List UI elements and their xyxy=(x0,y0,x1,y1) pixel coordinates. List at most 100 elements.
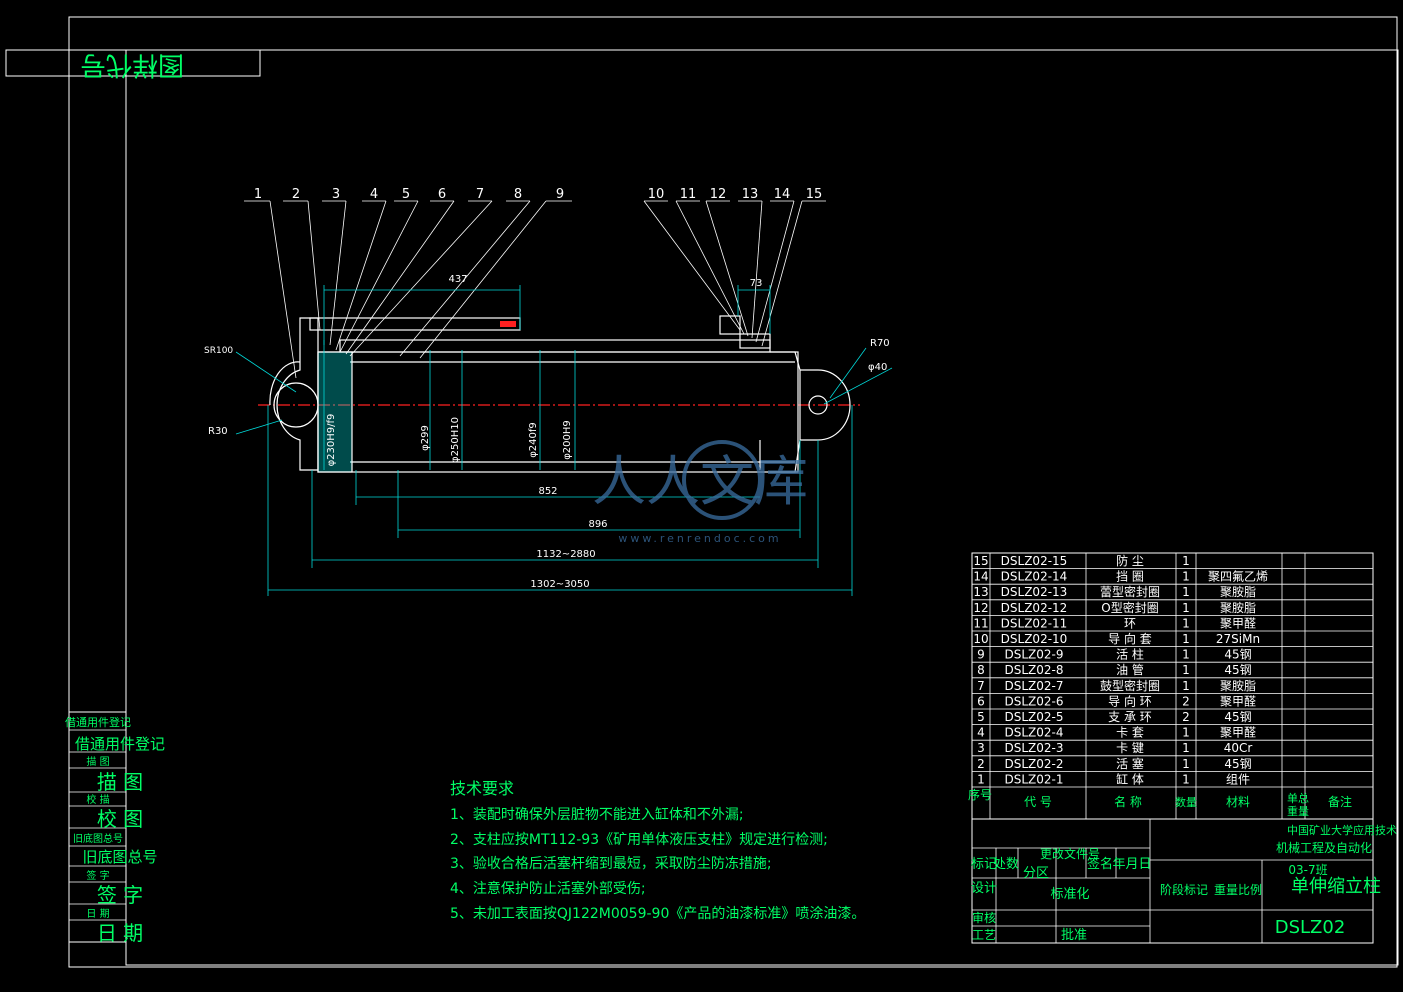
drawing-code-box xyxy=(5,49,261,77)
tb-part-title: 单伸缩立柱 xyxy=(1291,876,1381,897)
reg-small-5: 签 字 xyxy=(86,869,109,882)
bom-header-name: 名 称 xyxy=(1114,794,1142,809)
tech-item-3: 3、验收合格后活塞杆缩到最短，采取防尘防冻措施; xyxy=(450,855,772,872)
callout-labels: 1 2 3 4 5 6 7 8 9 10 11 12 13 14 15 xyxy=(254,187,822,202)
reg-big-1: 借通用件登记 xyxy=(75,735,165,753)
bom-material: 聚甲醛 xyxy=(1220,725,1256,740)
reg-big-3: 校 图 xyxy=(97,807,143,831)
bom-no: 2 xyxy=(977,757,985,771)
bom-header-qty: 数量 xyxy=(1175,796,1197,809)
dimension-lines xyxy=(235,285,893,596)
callout-9: 9 xyxy=(556,187,564,202)
bom-code: DSLZ02-14 xyxy=(1001,570,1068,584)
bom-name: 挡 圈 xyxy=(1116,570,1144,584)
bom-name: 导 向 套 xyxy=(1108,631,1152,646)
bom-material: 聚胺脂 xyxy=(1220,600,1256,615)
dim-phi200: φ200H9 xyxy=(562,420,573,460)
tech-item-1: 1、装配时确保外层脏物不能进入缸体和不外漏; xyxy=(450,806,744,823)
callout-12: 12 xyxy=(710,187,727,202)
tb-mark: 标记 xyxy=(971,857,997,872)
bom-name: 导 向 环 xyxy=(1108,693,1152,708)
dim-1132: 1132~2880 xyxy=(536,549,595,560)
callout-10: 10 xyxy=(648,187,665,202)
bom-no: 14 xyxy=(973,570,988,584)
bom-no: 11 xyxy=(973,616,988,630)
bom-qty: 1 xyxy=(1182,616,1190,630)
bom-material: 27SiMn xyxy=(1216,632,1260,646)
oil-tube xyxy=(309,317,521,331)
registration-labels: 借通用件登记 借通用件登记 描 图 描 图 校 描 校 图 旧底图总号 旧底图总… xyxy=(65,715,165,945)
bom-name: 油 管 xyxy=(1116,662,1144,677)
dim-1302: 1302~3050 xyxy=(530,579,589,590)
callout-11: 11 xyxy=(680,187,697,202)
oil-port xyxy=(500,321,516,327)
bom-qty: 1 xyxy=(1182,554,1190,568)
bom-material: 40Cr xyxy=(1224,741,1253,755)
bom-qty: 1 xyxy=(1182,757,1190,771)
tb-count: 处数 xyxy=(993,857,1019,872)
bom-code: DSLZ02-15 xyxy=(1001,554,1068,568)
bom-no: 7 xyxy=(977,679,985,693)
title-labels: 标记 处数 分区 更改文件号 签名 年月日 设计 标准化 阶段标记 重量 比例 … xyxy=(971,823,1397,943)
bom-header-material: 材料 xyxy=(1226,795,1250,809)
bom-name: 防 尘 xyxy=(1116,553,1144,568)
bom-name: 环 xyxy=(1124,616,1136,630)
registration-grid xyxy=(69,729,126,921)
bom-header-no: 序号 xyxy=(968,787,992,802)
bom-no: 4 xyxy=(977,726,985,740)
bom-qty: 1 xyxy=(1182,632,1190,646)
bom-code: DSLZ02-2 xyxy=(1005,757,1064,771)
watermark-url: www.renrendoc.com xyxy=(618,532,781,545)
callout-15: 15 xyxy=(806,187,823,202)
bom-qty: 1 xyxy=(1182,601,1190,615)
bom-name: 蕾型密封圈 xyxy=(1100,584,1160,599)
callout-leaders xyxy=(244,200,826,379)
callout-7: 7 xyxy=(476,187,484,202)
bom-code: DSLZ02-3 xyxy=(1005,741,1064,755)
seal-group xyxy=(739,333,771,349)
bom-code: DSLZ02-8 xyxy=(1005,663,1064,677)
bom-material: 聚四氟乙烯 xyxy=(1208,570,1268,584)
watermark: 人人文库 www.renrendoc.com xyxy=(592,440,808,545)
bom-name: O型密封圈 xyxy=(1101,600,1158,615)
bom-code: DSLZ02-1 xyxy=(1005,772,1064,786)
inner-frame xyxy=(125,49,1399,966)
drawing-code-text: 图样代号 xyxy=(80,50,184,80)
bom-no: 1 xyxy=(977,772,985,786)
dim-phi250: φ250H10 xyxy=(450,417,461,463)
reg-small-3: 校 描 xyxy=(86,793,109,806)
callout-5: 5 xyxy=(402,187,410,202)
tech-item-2: 2、支柱应按MT112-93《矿用单体液压支柱》规定进行检测; xyxy=(450,831,828,848)
right-end xyxy=(770,351,801,473)
bom-name: 支 承 环 xyxy=(1108,710,1152,724)
tb-org1: 中国矿业大学应用技术 xyxy=(1287,823,1397,837)
bom-name: 卡 键 xyxy=(1116,741,1144,755)
bom-no: 6 xyxy=(977,694,985,708)
bom-material: 组件 xyxy=(1226,772,1250,786)
bom-qty: 1 xyxy=(1182,679,1190,693)
left-sphere xyxy=(269,361,301,406)
bom-code: DSLZ02-9 xyxy=(1005,648,1064,662)
watermark-logo xyxy=(682,440,762,520)
bom-name: 活 柱 xyxy=(1116,647,1144,662)
reg-small-2: 描 图 xyxy=(86,755,109,768)
bom-header-unit: 单总 xyxy=(1287,791,1309,805)
dim-phi230: φ230H9/f9 xyxy=(326,414,337,467)
left-end-cap xyxy=(276,317,319,471)
dim-73: 73 xyxy=(750,278,763,289)
outer-frame xyxy=(68,16,1398,968)
bom-material: 45钢 xyxy=(1224,648,1251,662)
tb-drawing-no: DSLZ02 xyxy=(1275,917,1346,938)
bom-code: DSLZ02-5 xyxy=(1005,710,1064,724)
bom-qty: 1 xyxy=(1182,741,1190,755)
bom-code: DSLZ02-12 xyxy=(1001,601,1068,615)
bom-material: 45钢 xyxy=(1224,757,1251,771)
bom-qty: 1 xyxy=(1182,570,1190,584)
tb-sheet: 03-7班 xyxy=(1288,863,1327,877)
reg-small-6: 日 期 xyxy=(86,908,109,920)
bom-qty: 1 xyxy=(1182,726,1190,740)
tb-process: 工艺 xyxy=(972,928,996,942)
bom-no: 10 xyxy=(973,632,988,646)
bom-no: 13 xyxy=(973,585,988,599)
